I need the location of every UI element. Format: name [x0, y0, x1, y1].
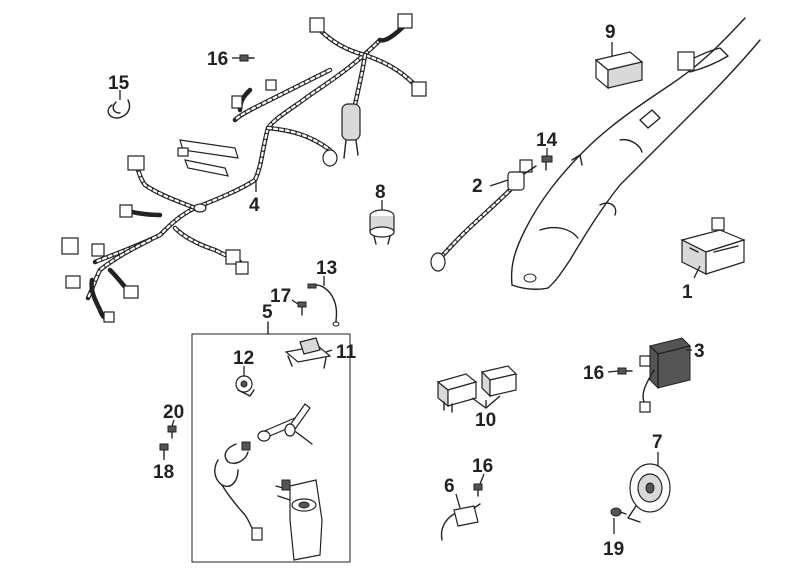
ignition-set-box [191, 321, 351, 563]
callout-1: 1 [682, 282, 693, 303]
harness-clip [107, 99, 131, 119]
frame [510, 17, 761, 290]
callout-12: 12 [233, 348, 254, 369]
callout-6: 6 [444, 476, 455, 497]
fuse-box-1 [680, 217, 746, 275]
callout-8: 8 [375, 182, 386, 203]
callout-18: 18 [153, 462, 174, 483]
callout-2: 2 [472, 176, 483, 197]
callout-11: 11 [336, 342, 357, 363]
bolt-16-bottom [473, 483, 483, 497]
callout-5: 5 [262, 302, 273, 323]
callout-3: 3 [694, 341, 705, 362]
screw-17 [297, 301, 307, 316]
callout-13: 13 [316, 258, 337, 279]
callout-15: 15 [108, 73, 130, 94]
callout-16-bottom: 16 [472, 456, 493, 477]
callout-4: 4 [249, 195, 260, 216]
callout-19: 19 [603, 539, 624, 560]
callout-9: 9 [605, 22, 616, 43]
callout-14: 14 [536, 130, 558, 151]
regulator-3 [639, 337, 691, 413]
screw-14 [541, 155, 553, 171]
callout-10: 10 [475, 410, 496, 431]
leader-lines [119, 42, 701, 534]
callout-16-right: 16 [583, 363, 604, 384]
callout-17: 17 [270, 286, 291, 307]
horn-switch-8 [369, 209, 395, 245]
screw-20 [167, 425, 177, 439]
callout-7: 7 [652, 432, 663, 453]
nut-19 [610, 507, 627, 517]
screw-18 [159, 443, 169, 457]
wire-13 [307, 283, 340, 327]
callout-20: 20 [163, 402, 184, 423]
horn-7 [627, 463, 671, 523]
callout-16-top: 16 [207, 49, 228, 70]
bolt-top [239, 54, 255, 62]
bracket-6 [440, 503, 481, 541]
relay-9 [594, 51, 644, 90]
headlamp-socket-wire [430, 159, 537, 272]
bolt-16-right [617, 367, 633, 375]
flasher-10 [436, 365, 518, 413]
callouts: 1 2 3 4 5 6 7 8 9 10 11 12 13 14 15 16 1… [108, 22, 705, 560]
wiring-harness [61, 13, 427, 323]
